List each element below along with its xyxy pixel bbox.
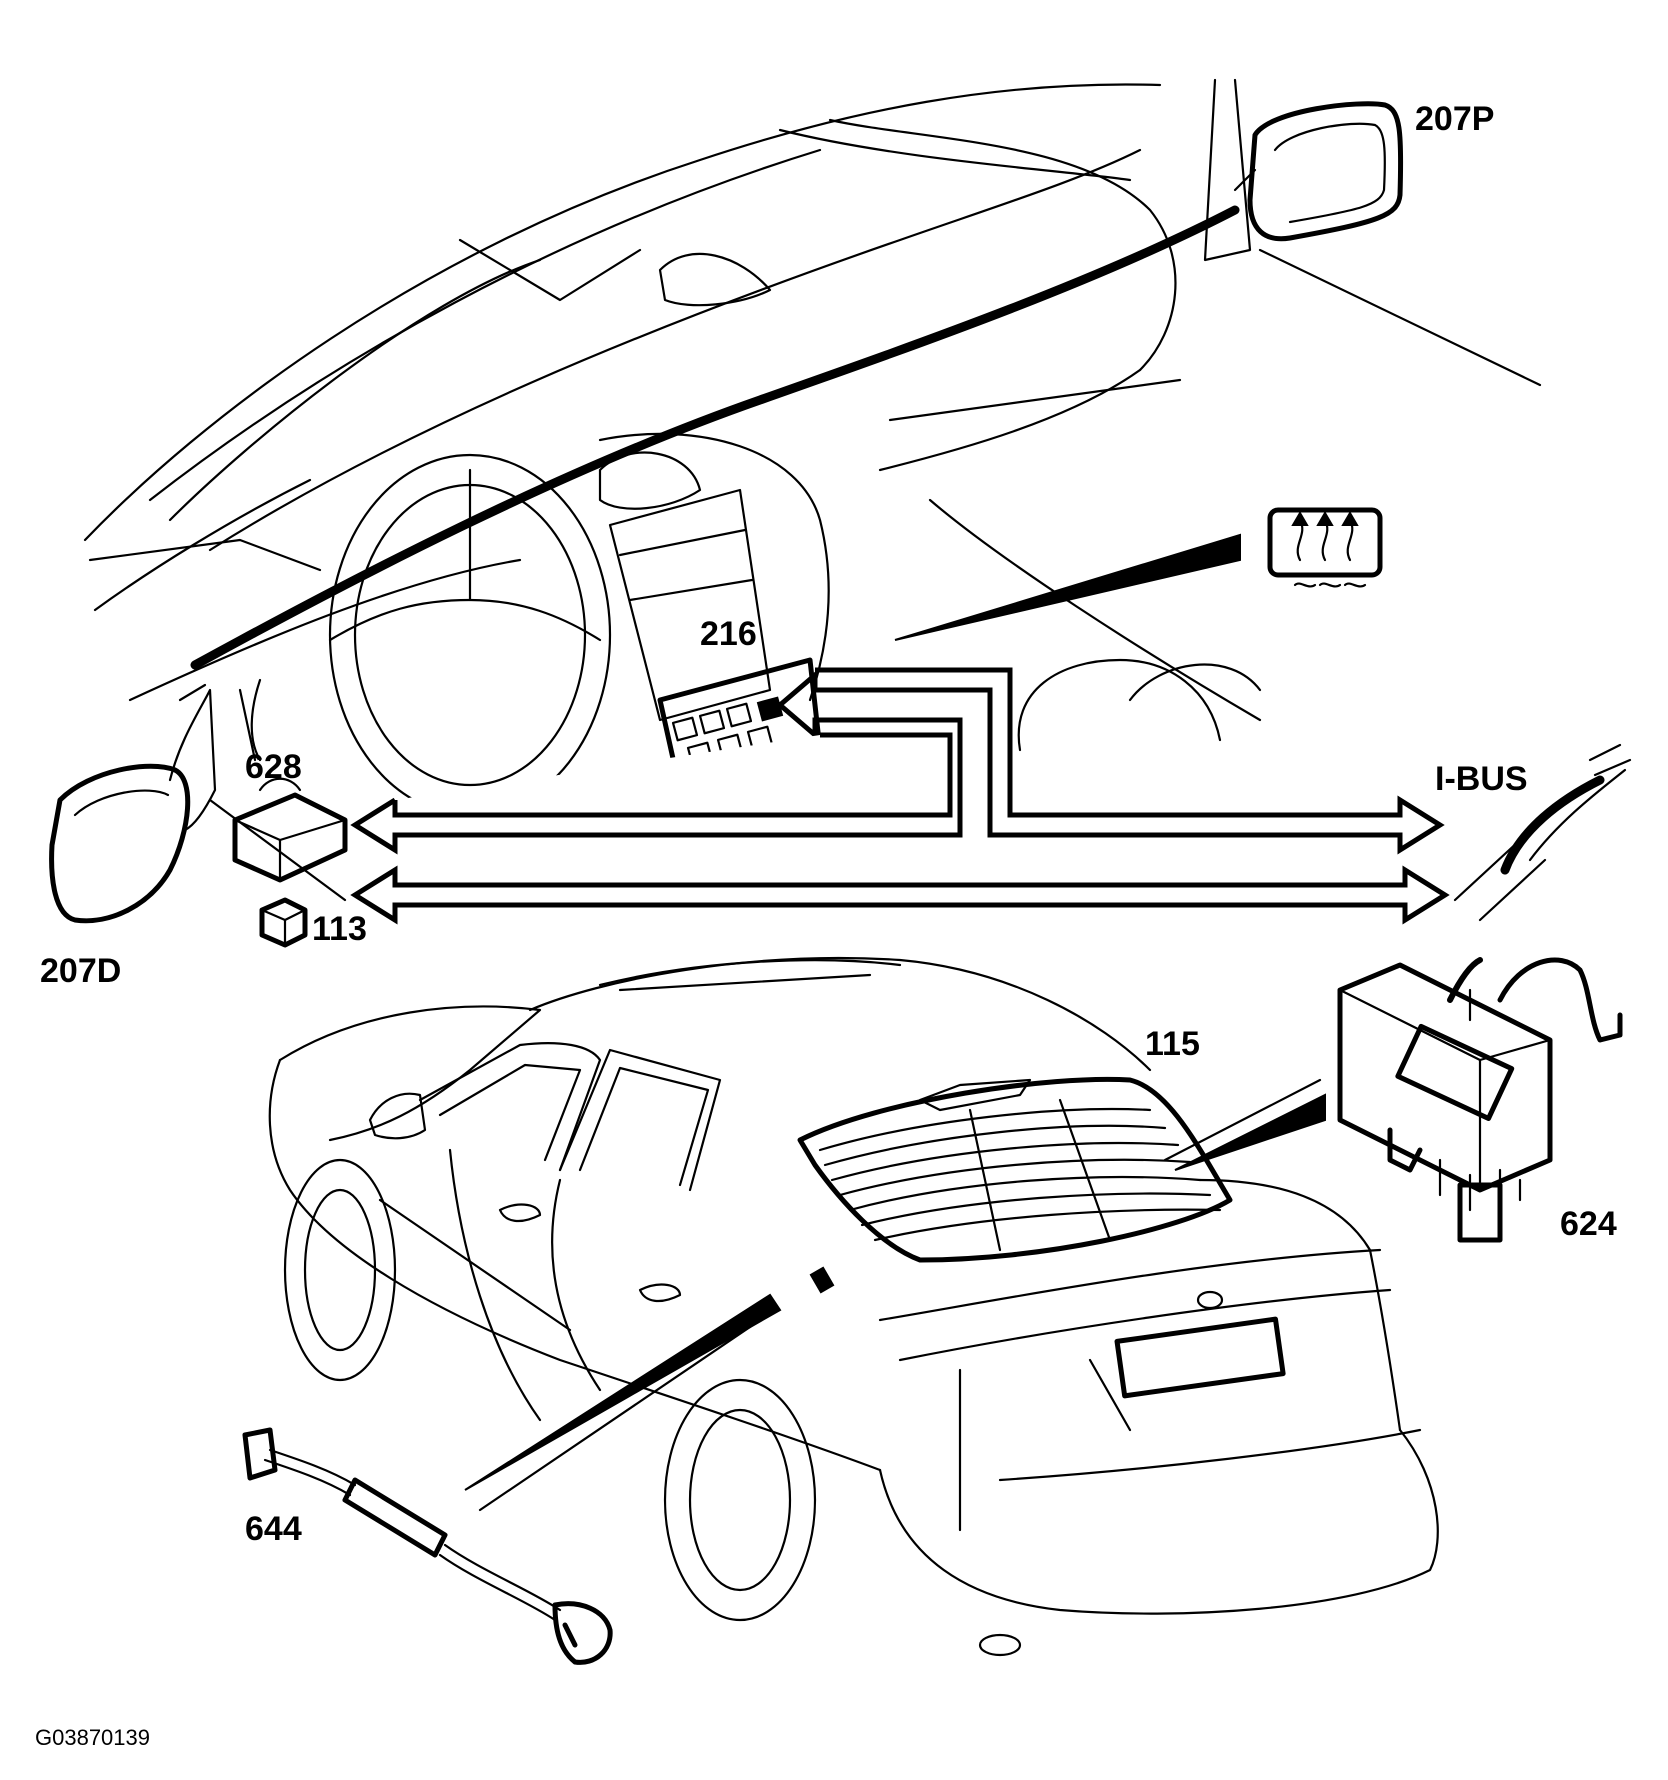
defrost-grid-lines <box>818 1098 1222 1252</box>
leader-113 <box>208 798 347 902</box>
label-644: 644 <box>245 1510 302 1548</box>
label-628: 628 <box>245 748 302 786</box>
module-628 <box>232 777 348 883</box>
leader-644-a <box>464 1293 782 1491</box>
label-i-bus: I-BUS <box>1435 760 1528 798</box>
leader-115-a <box>1174 1093 1326 1171</box>
leader-defrost <box>894 533 1241 641</box>
dashboard-illustration <box>83 78 1542 817</box>
label-113: 113 <box>312 910 367 948</box>
label-207p: 207P <box>1415 100 1494 138</box>
fuse-113 <box>259 897 308 948</box>
rear-defrost-icon <box>1267 507 1383 588</box>
i-bus-connector <box>1453 743 1632 922</box>
sensor-644 <box>242 1427 613 1665</box>
label-624: 624 <box>1560 1205 1617 1243</box>
driver-mirror <box>49 683 217 924</box>
car-illustration <box>268 956 1439 1657</box>
leader-644-b <box>478 1308 777 1512</box>
label-207d: 207D <box>40 952 121 990</box>
figure-id: G03870139 <box>35 1725 150 1750</box>
passenger-mirror <box>1233 101 1404 242</box>
label-115: 115 <box>1145 1025 1200 1063</box>
leader-115-b <box>1163 1078 1322 1162</box>
bus-arrows <box>350 667 1450 925</box>
label-216: 216 <box>700 615 757 653</box>
module-624 <box>1337 957 1623 1243</box>
